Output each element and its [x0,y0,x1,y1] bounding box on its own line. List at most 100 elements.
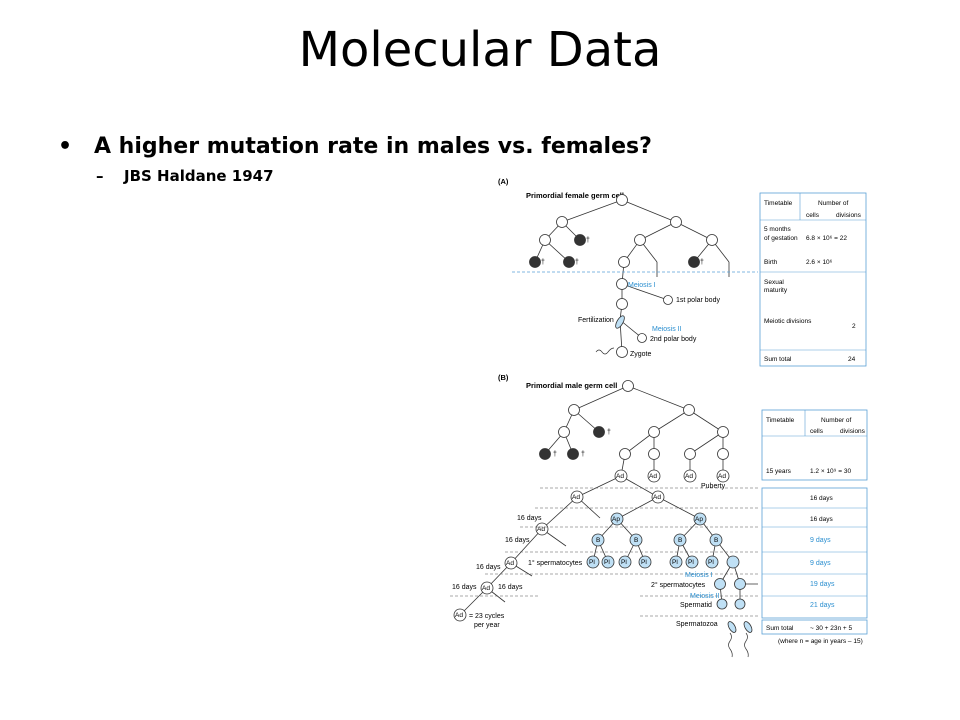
days16-4: 16 days [498,584,523,591]
bullet-marker: • [58,134,73,159]
row3-label1-a: Sexual [764,279,784,286]
sperm-tail-a [595,347,615,355]
pl-7: Pl [708,559,714,566]
ad-2: Ad [649,473,657,480]
timetable-b-header: Timetable [766,417,795,424]
days16-5: 16 days [452,584,477,591]
male-tree-lines [459,385,758,616]
ad-9: Ad [482,585,490,592]
days16-2: 16 days [505,537,530,544]
ad-10: Ad [455,612,463,619]
b-1: B [596,537,600,544]
ap-1: Ap [612,516,620,523]
sperm-tail-b2 [744,632,749,658]
row4-label-a: Meiotic divisions [764,318,812,325]
meiosis1-b: Meiosis I [685,572,713,579]
dagger-a1: † [586,237,590,244]
days16-1: 16 days [517,515,542,522]
b-2: B [634,537,638,544]
female-cells [529,194,718,358]
number-b-header: Number of [821,417,852,424]
male-cells [539,380,729,460]
b-3: B [678,537,682,544]
number-a-header: Number of [818,200,849,207]
dagger-a4: † [700,259,704,266]
row2-value-a: 2.6 × 10⁶ [806,259,833,266]
dagger-b1: † [607,429,611,436]
dagger-a2: † [541,259,545,266]
first-polar-body: 1st polar body [676,297,720,304]
panel-a: (A) Primordial female germ cell [498,177,867,367]
pl-1: Pl [589,559,595,566]
row2-label-a: Birth [764,259,778,266]
second-polar-body: 2nd polar body [650,336,697,343]
female-root-label: Primordial female germ cell [526,191,624,200]
sum-value-b: ~ 30 + 23n + 5 [810,625,852,632]
ad-cells: Ad Ad Ad Ad Ad Ad Ad Ad Ad Ad [453,469,730,622]
sperm-tail-b1 [728,632,733,658]
sub-bullet-text: JBS Haldane 1947 [124,167,274,185]
ad-4: Ad [718,473,726,480]
spermatid-label: Spermatid [680,602,712,609]
slide-title: Molecular Data [298,22,662,78]
row1-label-b: 15 years [766,468,792,475]
ad-8: Ad [506,560,514,567]
meiosis2-a: Meiosis II [652,326,682,333]
days-row-3: 9 days [810,537,831,544]
panel-b-label: (B) [498,373,509,382]
row5-value-a: 24 [848,356,856,363]
ad-3: Ad [685,473,693,480]
sum-note-b: (where n = age in years – 15) [778,638,863,645]
pl-6: Pl [688,559,694,566]
row1-label2-a: of gestation [764,235,798,242]
sub-bullet-marker: – [96,167,104,185]
spermatocytes2-label: 2° spermatocytes [651,581,706,589]
row1-label1-a: 5 months [764,226,791,233]
dagger-b2: † [553,451,557,458]
blue-cells: Ap Ap B B B B Pl Pl Pl Pl Pl Pl Pl [586,512,753,633]
days-row-2: 16 days [810,516,834,523]
cells-a: cells [806,212,820,219]
days-row-4: 9 days [810,560,831,567]
sub-bullet-item: – JBS Haldane 1947 [96,167,274,185]
spermatozoa-label: Spermatozoa [676,621,718,628]
male-root-label: Primordial male germ cell [526,381,617,390]
bullet-text: A higher mutation rate in males vs. fema… [94,134,652,159]
days-row-1: 16 days [810,495,834,502]
fertilization-label: Fertilization [578,317,614,324]
pl-4: Pl [641,559,647,566]
days-row-5: 19 days [810,581,835,588]
divisions-b: divisions [840,428,866,435]
pl-3: Pl [621,559,627,566]
b-4: B [714,537,718,544]
panel-a-label: (A) [498,177,509,186]
timetable-a-header: Timetable [764,200,793,207]
male-dashed-lines [450,487,760,617]
days-row-6: 21 days [810,602,835,609]
dagger-b3: † [581,451,585,458]
bullet-item: • A higher mutation rate in males vs. fem… [58,134,652,159]
ad-1: Ad [616,473,624,480]
row3-label2-a: maturity [764,287,788,294]
ad-7: Ad [537,526,545,533]
row4-value-a: 2 [852,323,856,330]
zygote-label: Zygote [630,351,652,358]
pl-5: Pl [672,559,678,566]
row5-label-a: Sum total [764,356,792,363]
sum-label-b: Sum total [766,625,794,632]
male-timetable: Timetable Number of cells divisions 15 y… [761,409,868,645]
cycles-label1: = 23 cycles [469,613,505,620]
pl-2: Pl [604,559,610,566]
divisions-a: divisions [836,212,862,219]
puberty-label: Puberty [701,483,726,490]
row1-value-b: 1.2 × 10⁹ = 30 [810,468,851,475]
panel-b: (B) Primordial male germ cell [450,373,868,658]
cycles-label2: per year [474,622,500,629]
meiosis1-a: Meiosis I [628,282,656,289]
days16-3: 16 days [476,564,501,571]
meiosis2-b: Meiosis II [690,593,720,600]
spermatocytes1-label: 1° spermatocytes [528,559,583,567]
ad-5: Ad [572,494,580,501]
ap-2: Ap [695,516,703,523]
